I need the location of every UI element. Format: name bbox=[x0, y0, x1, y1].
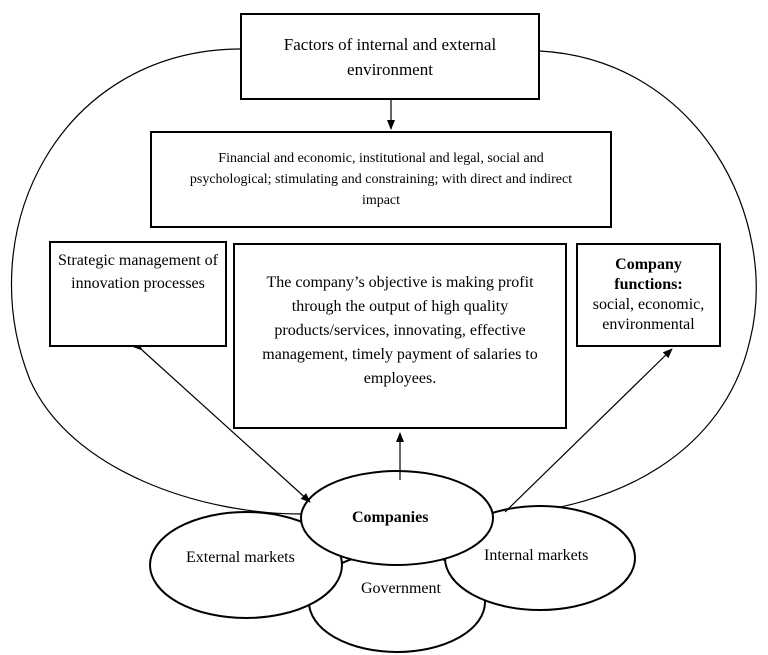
objective-box: The company’s objective is making profit… bbox=[233, 243, 567, 429]
arrow-strategic-to-companies bbox=[132, 340, 311, 503]
factors-text: Factors of internal and external environ… bbox=[283, 34, 497, 79]
companies-ellipse[interactable] bbox=[300, 470, 494, 566]
strategic-text: Strategic management of innovation proce… bbox=[58, 252, 218, 292]
strategic-management-box: Strategic management of innovation proce… bbox=[49, 241, 227, 347]
factors-box: Factors of internal and external environ… bbox=[240, 13, 540, 100]
government-label: Government bbox=[361, 580, 441, 597]
internal-markets-label: Internal markets bbox=[484, 547, 589, 564]
functions-title: Company functions: bbox=[614, 256, 683, 293]
external-markets-label: External markets bbox=[186, 549, 295, 566]
external-markets-ellipse[interactable] bbox=[149, 511, 343, 619]
functions-body: social, economic, environmental bbox=[592, 296, 705, 333]
right-loop-curve bbox=[494, 50, 757, 516]
arrow-companies-to-functions bbox=[504, 348, 673, 513]
objective-text: The company’s objective is making profit… bbox=[262, 274, 538, 387]
impact-box: Financial and economic, institutional an… bbox=[150, 131, 612, 228]
company-functions-box: Company functions: social, economic, env… bbox=[576, 243, 721, 347]
impact-text: Financial and economic, institutional an… bbox=[189, 151, 573, 208]
companies-label: Companies bbox=[352, 509, 429, 526]
